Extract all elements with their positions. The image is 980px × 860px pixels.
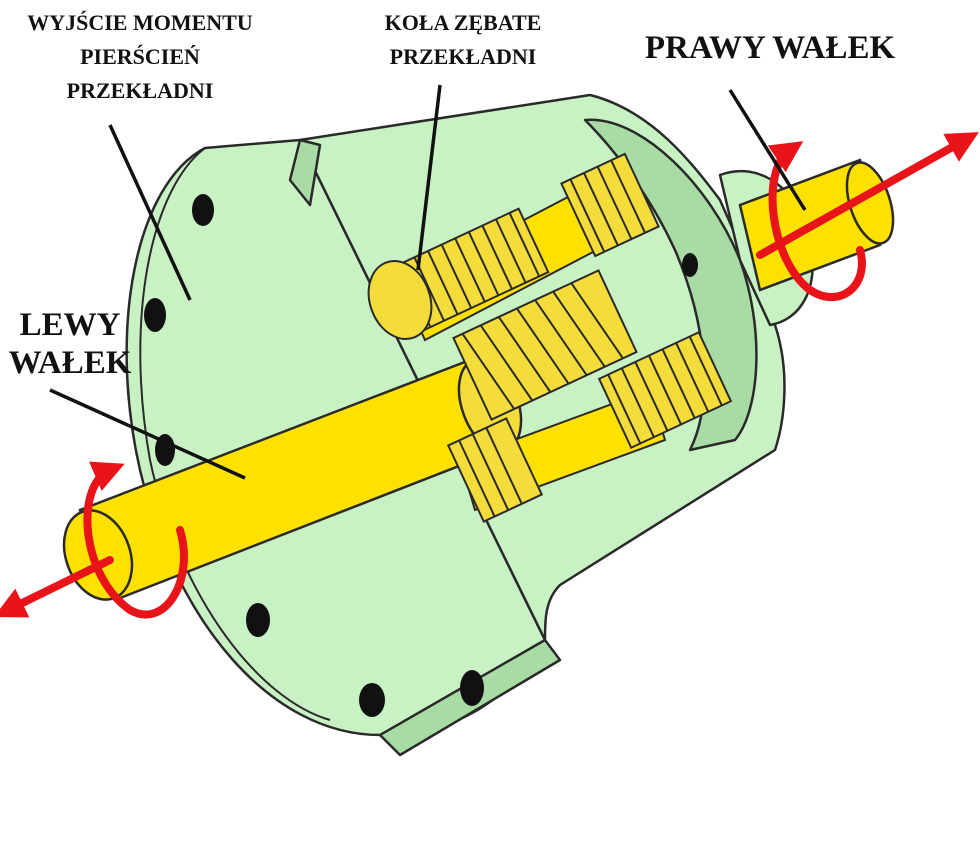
- leader-lines: [49, 84, 807, 480]
- leader-line-right-shaft: [728, 89, 807, 211]
- label-right-shaft: PRAWY WAŁEK: [645, 30, 896, 66]
- gear-set: [367, 152, 733, 523]
- red-double-arrow-left: [0, 461, 188, 619]
- label-line: PRZEKŁADNI: [67, 78, 214, 103]
- bolt-holes: [144, 194, 698, 717]
- label-line: LEWY: [20, 307, 121, 343]
- label-line: WAŁEK: [9, 345, 132, 381]
- label-left-shaft: LEWY WAŁEK: [9, 307, 132, 381]
- bolt-hole: [460, 670, 484, 706]
- label-gears: KOŁA ZĘBATE PRZEKŁADNI: [385, 10, 542, 69]
- gear: [560, 152, 660, 258]
- red-double-arrow-right: [756, 132, 979, 302]
- gear: [446, 417, 544, 523]
- gear: [597, 330, 733, 450]
- gear: [367, 260, 433, 340]
- label-line: KOŁA ZĘBATE: [385, 10, 542, 35]
- bolt-hole: [246, 603, 270, 637]
- leader-line-gears: [416, 84, 442, 271]
- leader-line-ring: [108, 124, 192, 301]
- bolt-hole: [682, 253, 698, 277]
- leader-line-left-shaft: [49, 388, 246, 480]
- gear: [452, 269, 638, 421]
- label-line: WYJŚCIE MOMENTU: [27, 10, 253, 35]
- bolt-hole: [144, 298, 166, 332]
- label-line: PRAWY WAŁEK: [645, 30, 896, 66]
- label-line: PIERŚCIEŃ: [80, 44, 200, 69]
- label-line: PRZEKŁADNI: [390, 44, 537, 69]
- bolt-hole: [359, 683, 385, 717]
- bolt-hole: [155, 434, 175, 466]
- label-ring-output: WYJŚCIE MOMENTU PIERŚCIEŃ PRZEKŁADNI: [27, 10, 253, 103]
- bolt-hole: [192, 194, 214, 226]
